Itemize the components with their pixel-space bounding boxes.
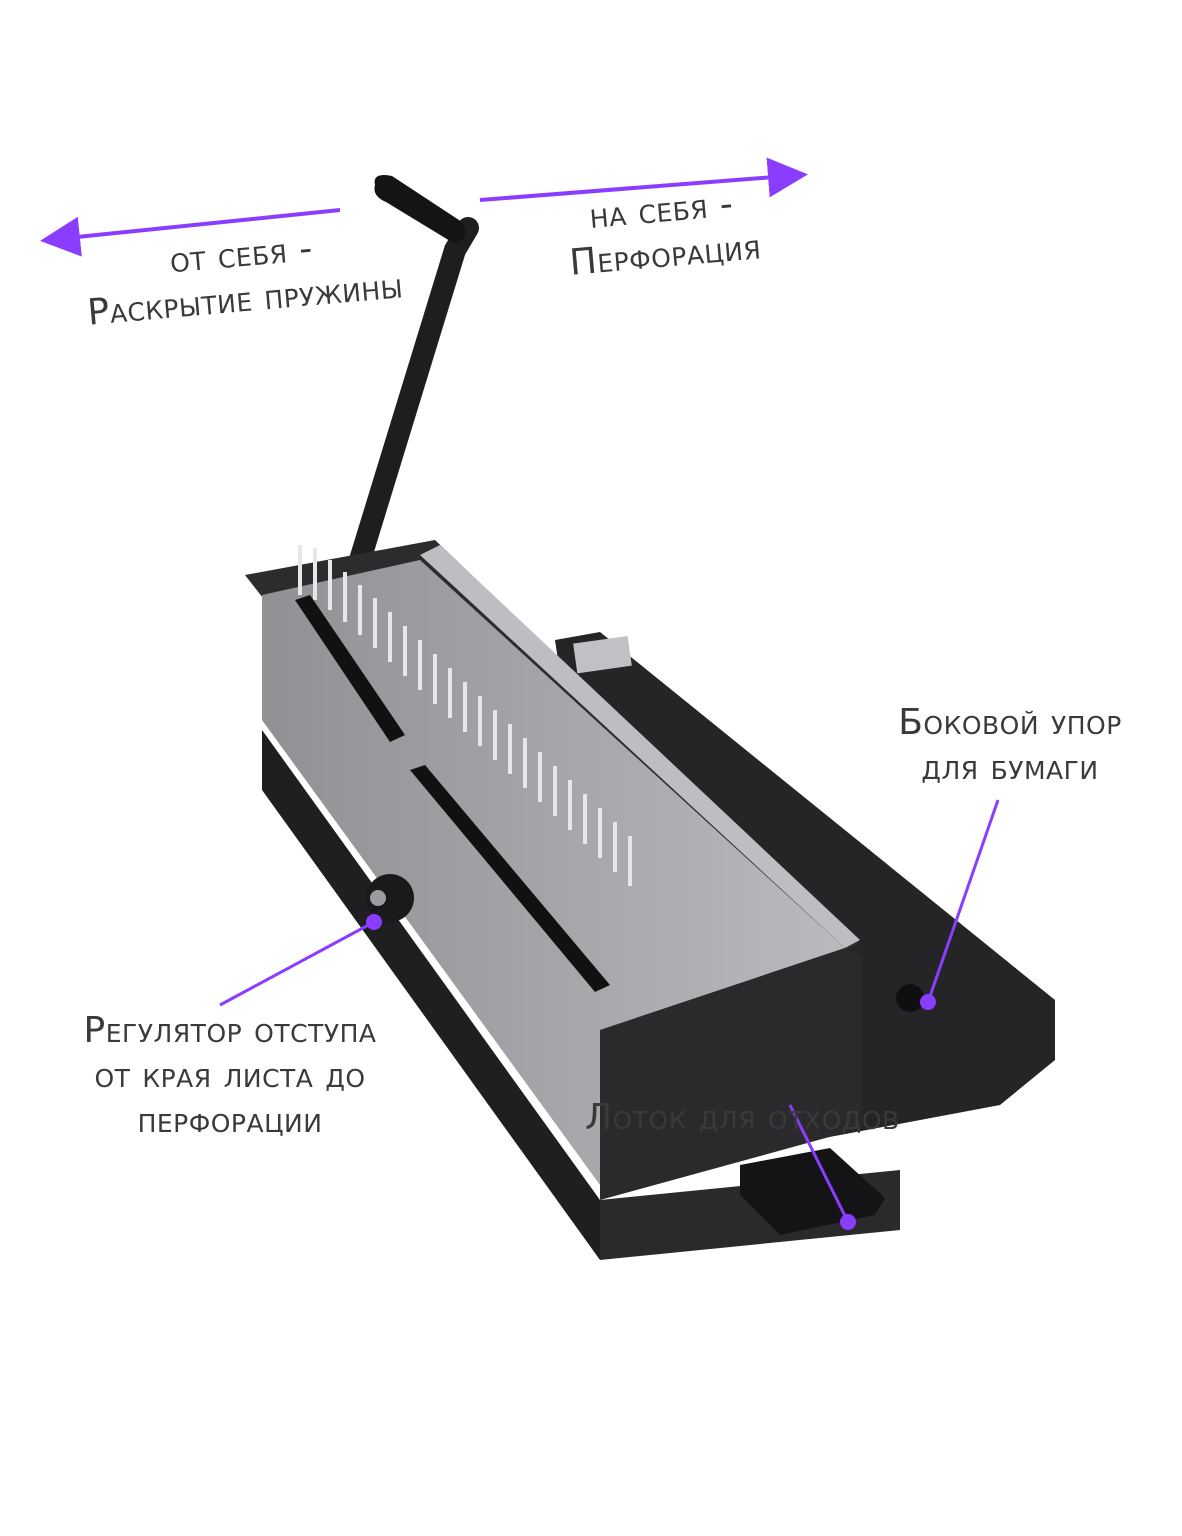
rail-lower <box>410 765 610 992</box>
comb-teeth <box>298 545 632 886</box>
side-stop-knob <box>896 984 924 1012</box>
top-panel <box>420 545 860 948</box>
side-stop-line1: Боковой упор <box>898 702 1122 743</box>
handle-grip <box>374 175 466 244</box>
push-away-arrow <box>40 208 341 257</box>
waste-tray-line1: Лоток для отходов <box>585 1097 900 1138</box>
machine-base <box>262 730 600 1260</box>
margin-adjuster-line1: Регулятор отступа <box>83 1010 377 1051</box>
margin-adjuster-line3: перфорации <box>137 1100 323 1141</box>
side-stop-pointer <box>926 799 1000 1003</box>
margin-adjuster-label: Регулятор отступа от края листа до перфо… <box>40 1008 420 1143</box>
adjuster-pointer <box>219 920 375 1007</box>
waste-tray-label: Лоток для отходов <box>585 1095 985 1140</box>
margin-adjuster-line2: от края листа до <box>94 1055 366 1096</box>
side-stop-line2: для бумаги <box>921 747 1099 788</box>
base-label <box>573 635 632 674</box>
tray-pointer <box>788 1104 850 1223</box>
front-panel <box>262 560 845 1185</box>
rail-upper <box>295 595 405 742</box>
margin-knob <box>366 874 414 922</box>
pull-toward-arrow <box>479 157 808 202</box>
waste-tray <box>740 1148 885 1235</box>
side-stop-label: Боковой упор для бумаги <box>860 700 1160 790</box>
end-block <box>600 948 862 1200</box>
